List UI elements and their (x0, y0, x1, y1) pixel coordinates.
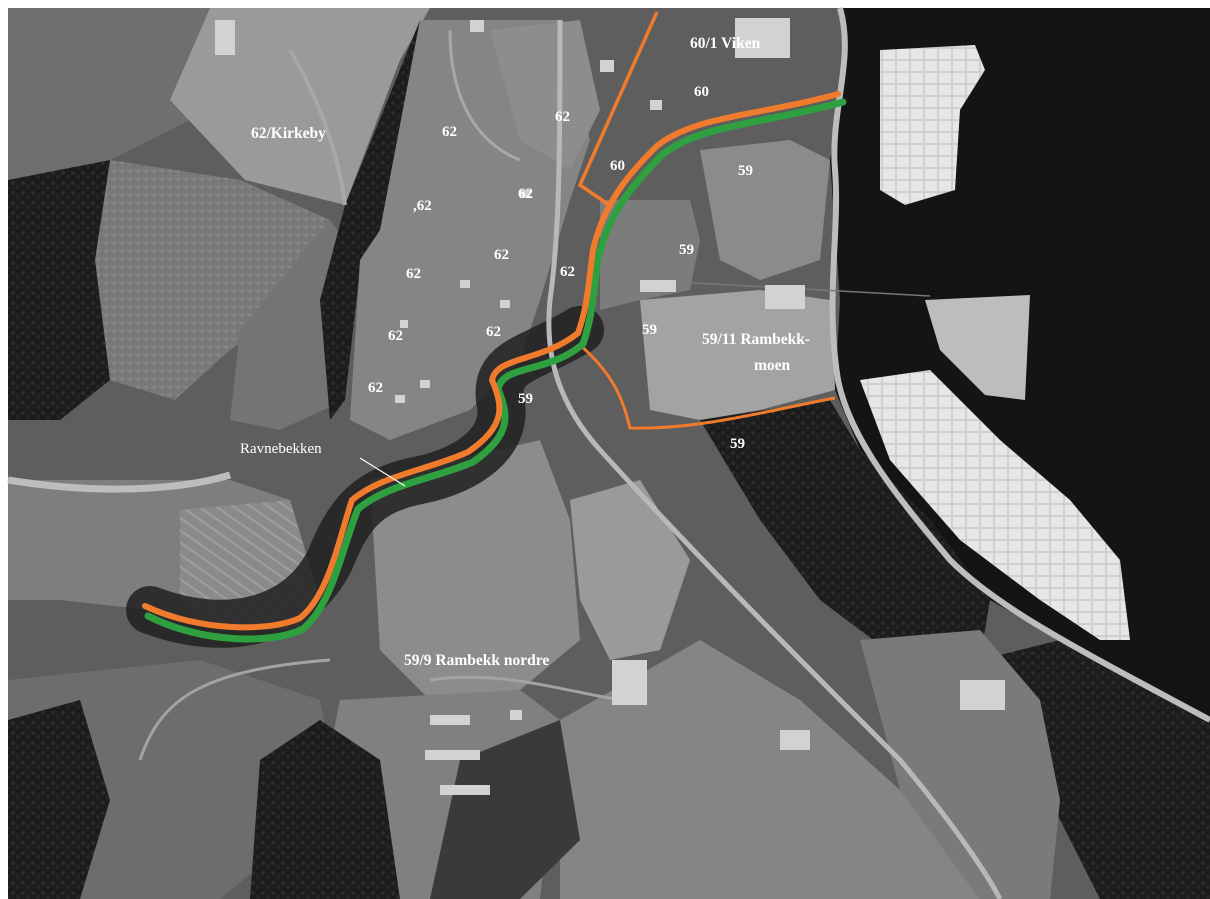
label-ravnebekken: Ravnebekken (240, 441, 322, 457)
road (288, 48, 347, 206)
label-62: 62 (388, 328, 403, 344)
buildings (215, 18, 1005, 795)
timber-raft (880, 45, 985, 205)
field (370, 440, 580, 700)
stream-label-leader (359, 457, 406, 487)
label-59: 59 (679, 242, 694, 258)
label-59: 59 (738, 163, 753, 179)
label-62: 62 (518, 186, 533, 202)
parcel-number-labels: 62 62 62 ,62 62 62 62 62 62 62 60 60 59 … (368, 84, 753, 452)
field-rambekkmoen (640, 290, 835, 420)
road-main (546, 19, 1003, 899)
road (7, 471, 232, 493)
label-59: 59 (642, 322, 657, 338)
label-60-1-viken: 60/1 Viken (690, 35, 761, 52)
label-59: 59 (730, 436, 745, 452)
property-boundary (579, 343, 836, 430)
timber-raft (860, 370, 1130, 640)
forest-patch (430, 720, 580, 899)
label-62: 62 (494, 247, 509, 263)
property-boundary (577, 11, 659, 209)
label-59-11-rambekk: 59/11 Rambekk- (702, 331, 810, 348)
field (700, 140, 830, 280)
label-62: 62 (560, 264, 575, 280)
road (138, 658, 331, 761)
shoreline (829, 7, 1210, 723)
timber-raft (925, 295, 1030, 400)
label-62: ,62 (413, 198, 432, 214)
field (860, 630, 1060, 899)
label-62: 62 (486, 324, 501, 340)
forest-patch (250, 720, 400, 899)
label-62: 62 (368, 380, 383, 396)
field (560, 640, 980, 899)
label-rambekkmoen: moen (754, 357, 791, 374)
field (570, 480, 690, 660)
forest-patch (8, 700, 110, 899)
field (8, 8, 210, 180)
label-60: 60 (610, 158, 625, 174)
label-59-9-rambekk-nordre: 59/9 Rambekk nordre (404, 652, 549, 669)
stream-orange-line (142, 91, 841, 631)
label-62: 62 (406, 266, 421, 282)
field (490, 20, 600, 170)
field-kirkeby (170, 8, 430, 205)
road (429, 675, 621, 702)
forest-strip (8, 160, 110, 420)
label-62: 62 (555, 109, 570, 125)
forest-shore (700, 400, 990, 660)
field-marsh (95, 160, 330, 400)
label-59: 59 (518, 391, 533, 407)
label-60: 60 (694, 84, 709, 100)
label-62-kirkeby: 62/Kirkeby (251, 125, 326, 142)
label-62: 62 (442, 124, 457, 140)
road (448, 29, 521, 162)
